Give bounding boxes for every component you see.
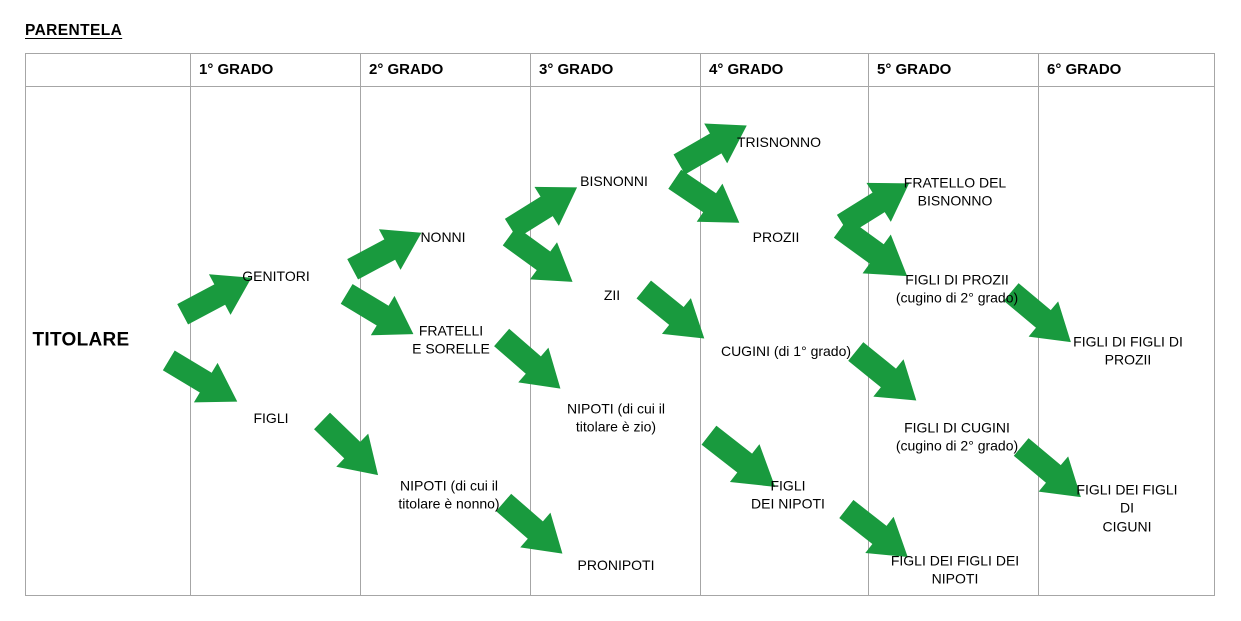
arrow-titolare-to-figli <box>157 341 249 422</box>
arrow-prozii-to-fratello-bisnonno <box>831 164 922 244</box>
header-col-2: 2° GRADO <box>369 61 444 78</box>
node-nipoti-di-cui-titolare-nonno: NIPOTI (di cui il titolare è nonno) <box>398 477 500 512</box>
arrow-figli-prozii-to-figli-figli-prozii <box>996 274 1085 359</box>
node-figli-di-cugini: FIGLI DI CUGINI (cugino di 2° grado) <box>895 419 1019 454</box>
node-figli: FIGLI <box>253 409 289 426</box>
arrow-cugini-to-figli-di-cugini <box>841 333 932 419</box>
arrow-zii-to-cugini <box>629 272 719 357</box>
node-fratelli-e-sorelle: FRATELLI E SORELLE <box>412 322 490 357</box>
arrow-nipoti-nonno-to-pronipoti <box>488 485 577 571</box>
node-bisnonni: BISNONNI <box>580 172 648 189</box>
arrow-genitori-to-nonni <box>342 212 432 289</box>
node-trisnonno: TRISNONNO <box>737 133 821 150</box>
node-figli-di-prozii: FIGLI DI PROZII (cugino di 2° grado) <box>895 271 1019 306</box>
header-col-3: 3° GRADO <box>539 61 614 78</box>
node-figli-di-figli-di-prozii: FIGLI DI FIGLI DI PROZII <box>1073 333 1183 368</box>
node-pronipoti: PRONIPOTI <box>577 556 655 573</box>
arrow-bisnonni-to-trisnonno <box>668 106 759 185</box>
node-nonni: NONNI <box>420 228 466 245</box>
node-cugini: CUGINI (di 1° grado) <box>720 342 852 359</box>
node-prozii: PROZII <box>752 228 800 245</box>
node-figli-dei-figli-dei-nipoti: FIGLI DEI FIGLI DEI NIPOTI <box>890 552 1020 587</box>
header-col-4: 4° GRADO <box>709 61 784 78</box>
column-divider-5 <box>868 54 869 595</box>
node-fratello-del-bisnonno: FRATELLO DEL BISNONNO <box>903 174 1007 209</box>
header-divider <box>26 86 1214 87</box>
header-col-5: 5° GRADO <box>877 61 952 78</box>
parentela-table <box>25 53 1215 596</box>
column-divider-4 <box>700 54 701 595</box>
node-genitori: GENITORI <box>242 267 310 284</box>
arrow-nipoti-zio-to-figli-dei-nipoti <box>694 416 790 506</box>
header-col-1: 1° GRADO <box>199 61 274 78</box>
arrow-figli-cugini-to-figli-figli-ciguni <box>1006 429 1095 514</box>
arrow-nonni-to-bisnonni <box>499 168 590 248</box>
header-col-6: 6° GRADO <box>1047 61 1122 78</box>
arrow-figli-to-nipoti-nonno <box>306 404 394 491</box>
arrow-fratelli-to-nipoti-zio <box>486 320 575 406</box>
arrow-bisnonni-to-prozii <box>662 160 752 242</box>
node-figli-dei-figli-di-ciguni: FIGLI DEI FIGLI DI CIGUNI <box>1076 481 1178 535</box>
header-col-titolare <box>25 53 190 86</box>
node-nipoti-di-cui-titolare-zio: NIPOTI (di cui il titolare è zio) <box>566 400 666 435</box>
node-figli-dei-nipoti: FIGLI DEI NIPOTI <box>751 477 825 512</box>
node-zii: ZII <box>603 286 621 303</box>
page-title: PARENTELA <box>25 22 123 39</box>
column-divider-1 <box>190 54 191 595</box>
arrow-titolare-to-genitori <box>172 257 262 334</box>
node-titolare: TITOLARE <box>32 329 130 351</box>
column-divider-2 <box>360 54 361 595</box>
arrow-genitori-to-fratelli-sorelle <box>335 274 426 354</box>
arrow-nonni-to-zii <box>496 217 586 300</box>
arrow-figli-nipoti-to-figli-figli-nipoti <box>832 491 922 575</box>
arrow-prozii-to-figli-di-prozii <box>827 208 922 295</box>
column-divider-3 <box>530 54 531 595</box>
